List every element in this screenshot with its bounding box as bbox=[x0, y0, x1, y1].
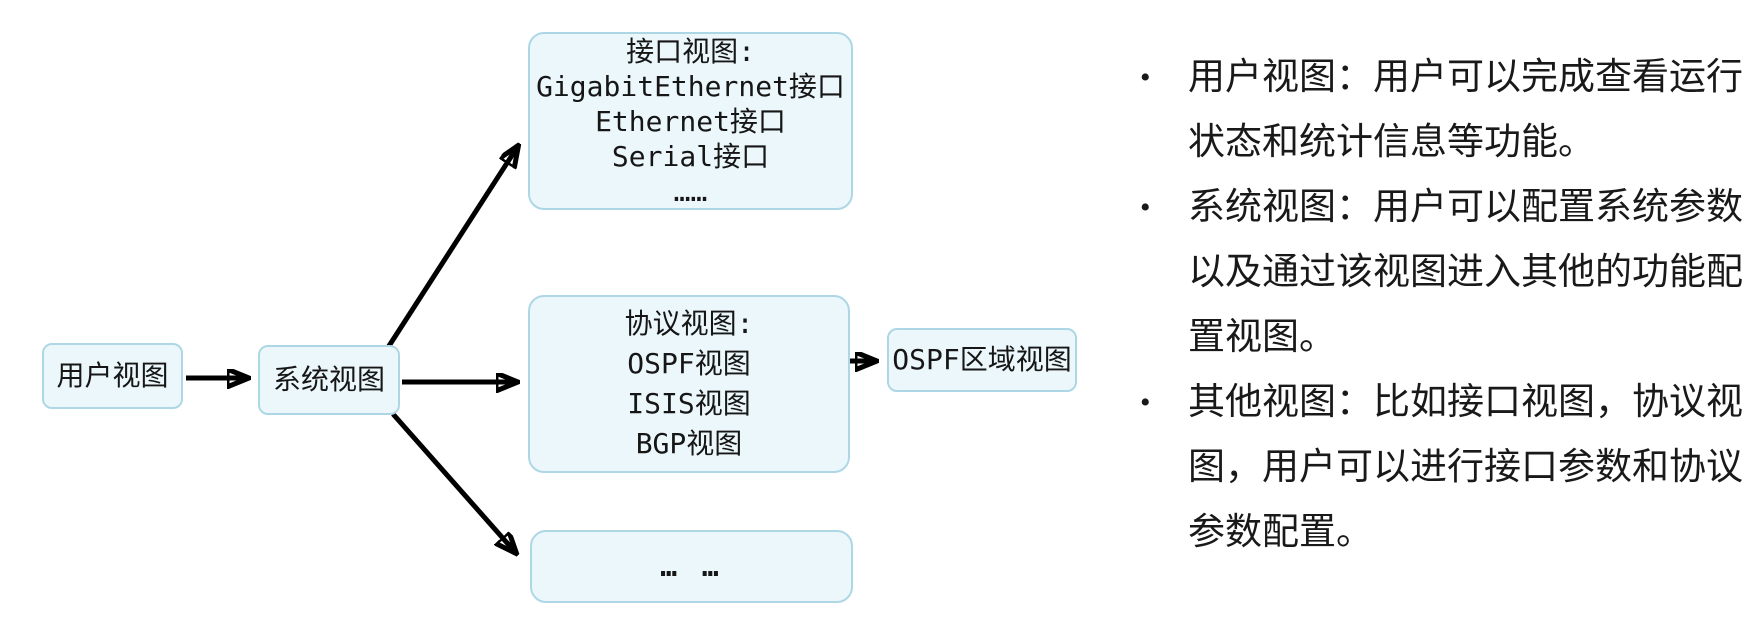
node-other-views-label: … … bbox=[660, 549, 723, 583]
node-protocol-view: 协议视图: OSPF视图 ISIS视图 BGP视图 bbox=[528, 295, 850, 473]
bullet-icon: • bbox=[1140, 191, 1151, 224]
node-protocol-view-line: OSPF视图 bbox=[627, 347, 751, 380]
node-system-view: 系统视图 bbox=[258, 345, 400, 415]
node-user-view: 用户视图 bbox=[42, 343, 183, 409]
node-interface-view-title: 接口视图: bbox=[626, 34, 755, 68]
bullet-system-view-line: 系统视图：用户可以配置系统参数 bbox=[1188, 187, 1743, 228]
node-ospf-area-view: OSPF区域视图 bbox=[887, 328, 1077, 392]
arrow-system-to-interface bbox=[384, 146, 518, 351]
node-protocol-view-line: ISIS视图 bbox=[627, 387, 751, 420]
arrow-system-to-other bbox=[391, 412, 516, 553]
node-system-view-label: 系统视图 bbox=[272, 363, 385, 397]
bullet-icon: • bbox=[1140, 61, 1151, 94]
bullet-other-views: • 其他视图：比如接口视图，协议视 图，用户可以进行接口参数和协议 参数配置。 bbox=[1140, 370, 1750, 565]
bullet-other-views-line: 其他视图：比如接口视图，协议视 bbox=[1188, 382, 1743, 423]
node-interface-view: 接口视图: GigabitEthernet接口 Ethernet接口 Seria… bbox=[528, 32, 853, 210]
bullet-user-view-line: 用户视图：用户可以完成查看运行 bbox=[1188, 57, 1743, 98]
view-descriptions: • 用户视图：用户可以完成查看运行 状态和统计信息等功能。 • 系统视图：用户可… bbox=[1140, 45, 1750, 565]
node-protocol-view-line: BGP视图 bbox=[635, 427, 743, 460]
bullet-user-view: • 用户视图：用户可以完成查看运行 状态和统计信息等功能。 bbox=[1140, 45, 1750, 175]
node-other-views: … … bbox=[530, 530, 853, 603]
bullet-icon: • bbox=[1140, 386, 1151, 419]
bullet-system-view-line: 置视图。 bbox=[1188, 317, 1336, 358]
bullet-user-view-line: 状态和统计信息等功能。 bbox=[1188, 122, 1595, 163]
bullet-system-view: • 系统视图：用户可以配置系统参数 以及通过该视图进入其他的功能配 置视图。 bbox=[1140, 175, 1750, 370]
node-interface-view-line: Ethernet接口 bbox=[595, 104, 786, 138]
node-interface-view-line: Serial接口 bbox=[611, 139, 770, 173]
node-interface-view-line: …… bbox=[673, 174, 708, 208]
bullet-system-view-line: 以及通过该视图进入其他的功能配 bbox=[1188, 252, 1743, 293]
bullet-other-views-line: 图，用户可以进行接口参数和协议 bbox=[1188, 447, 1743, 488]
node-interface-view-line: GigabitEthernet接口 bbox=[536, 69, 845, 103]
node-protocol-view-title: 协议视图: bbox=[624, 307, 754, 340]
node-ospf-area-view-label: OSPF区域视图 bbox=[892, 343, 1072, 377]
node-user-view-label: 用户视图 bbox=[56, 359, 169, 393]
bullet-other-views-line: 参数配置。 bbox=[1188, 512, 1373, 553]
